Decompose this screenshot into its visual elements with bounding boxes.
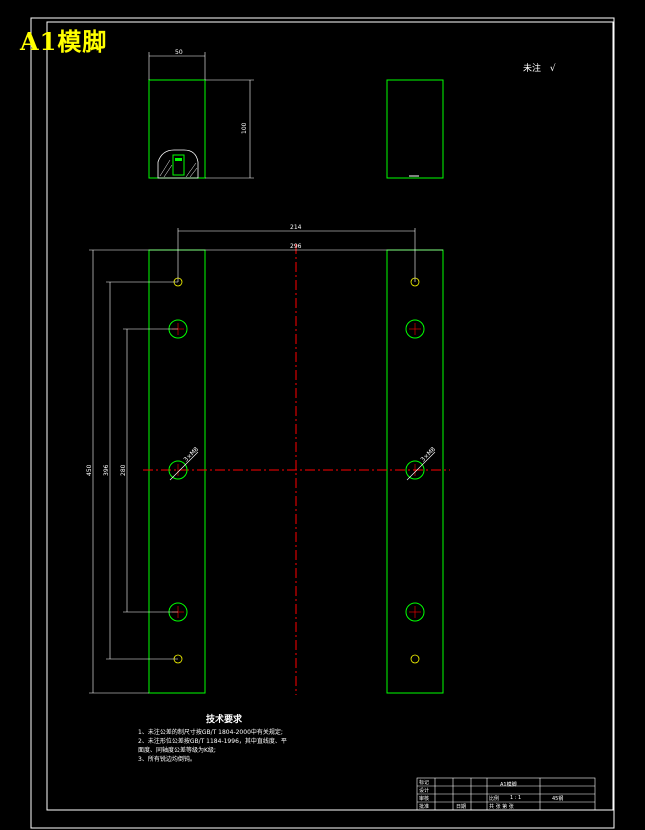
tb-mark: 标记 bbox=[419, 780, 430, 786]
tb-scale: 1 : 1 bbox=[510, 795, 522, 801]
note-item-2: 2、未注形位公差按GB/T 1184-1996，其中直线度、平 bbox=[138, 738, 287, 745]
top-side-view bbox=[148, 52, 254, 179]
top-front-view bbox=[386, 79, 444, 179]
hole-callout-left: 3×M8 bbox=[182, 446, 200, 464]
plan-view bbox=[89, 228, 450, 695]
technical-requirements: 技术要求 1、未注公差的制尺寸按GB/T 1804-2000中有关规定; 2、未… bbox=[138, 716, 287, 764]
note-item-4: 3、所有锐边均倒钝。 bbox=[138, 756, 196, 763]
inner-frame bbox=[46, 21, 614, 811]
drawing-title: A1模脚 bbox=[20, 27, 108, 56]
tb-approve: 批准 bbox=[419, 804, 430, 810]
title-block bbox=[416, 777, 596, 811]
dim-396: 396 bbox=[103, 464, 110, 476]
dim-296: 296 bbox=[290, 243, 302, 250]
tb-date: 日期 bbox=[456, 804, 467, 810]
dim-280: 280 bbox=[120, 464, 127, 476]
roughness-text: 未注 bbox=[523, 64, 542, 74]
notes-heading: 技术要求 bbox=[206, 715, 243, 725]
roughness-note: 未注 √ bbox=[523, 61, 556, 74]
tb-review: 审核 bbox=[419, 796, 430, 802]
tb-design: 设计 bbox=[419, 788, 430, 794]
dim-top-width: 50 bbox=[175, 49, 183, 56]
roughness-symbol-icon: √ bbox=[549, 64, 556, 74]
tb-material: 45钢 bbox=[552, 796, 564, 802]
hole-callout-right: 3×M8 bbox=[419, 446, 437, 464]
note-item-1: 1、未注公差的制尺寸按GB/T 1804-2000中有关规定; bbox=[138, 729, 283, 736]
tb-sheet: 共 张 第 张 bbox=[489, 804, 514, 810]
dim-top-height: 100 bbox=[241, 122, 248, 134]
tb-part-name: A1模脚 bbox=[500, 782, 517, 788]
dim-214: 214 bbox=[290, 224, 302, 231]
dim-450: 450 bbox=[86, 464, 93, 476]
outer-frame bbox=[30, 17, 615, 829]
tb-scale-label: 比例 bbox=[489, 796, 500, 802]
note-item-3: 面度、同轴度公差等级为K级; bbox=[138, 747, 216, 754]
